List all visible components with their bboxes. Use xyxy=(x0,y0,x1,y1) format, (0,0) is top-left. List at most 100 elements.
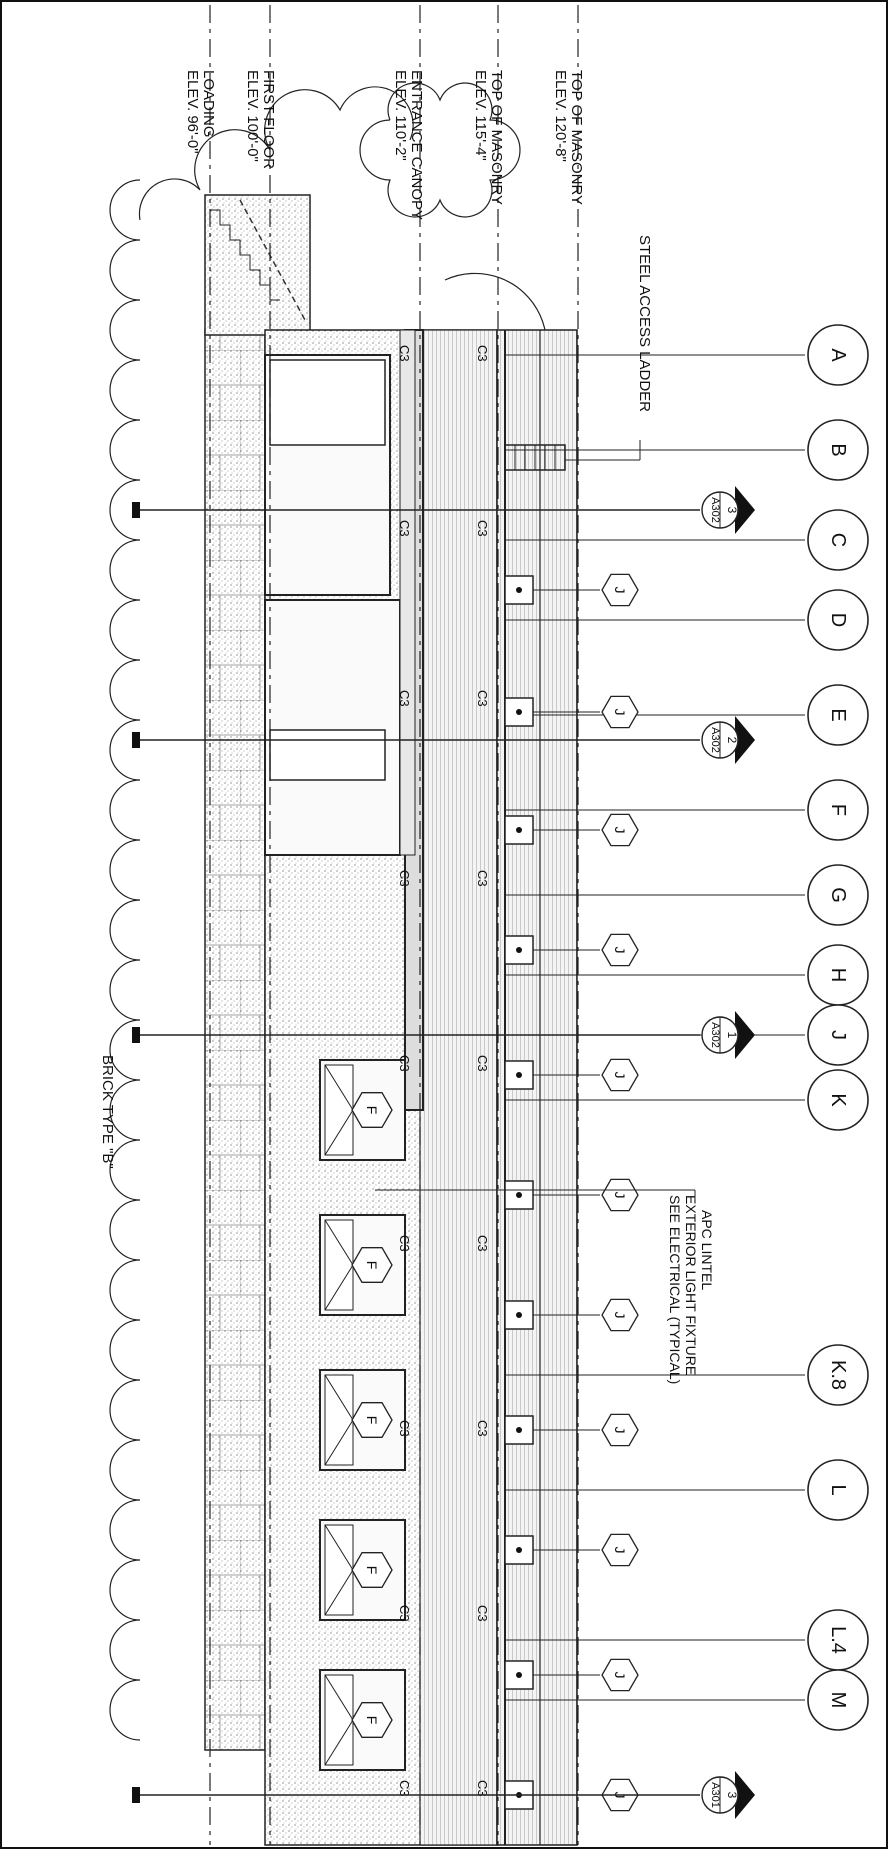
masonry-tag: C3 xyxy=(475,1780,490,1797)
light-tag-label: J xyxy=(612,827,628,834)
windows: F F F F F xyxy=(319,1059,406,1771)
light-fixture-note: EXTERIOR LIGHT FIXTURE xyxy=(683,1195,699,1375)
door-1 xyxy=(269,359,386,446)
brick-base-band xyxy=(204,329,266,1751)
apc-lintel-note: APC LINTEL xyxy=(699,1210,715,1290)
masonry-tag: C3 xyxy=(397,870,412,887)
gridline-bubble-C xyxy=(807,509,869,571)
masonry-tag: C3 xyxy=(475,1420,490,1437)
gridline-label-A: A xyxy=(827,348,849,362)
gridline-bubble-M xyxy=(807,1669,869,1731)
elev-value-loading: ELEV. 96'-0" xyxy=(184,70,201,154)
light-tag-label: J xyxy=(612,1427,628,1434)
cloud-left xyxy=(109,179,141,1741)
gridline-bubble-D xyxy=(807,589,869,651)
building-elevation xyxy=(204,194,578,1846)
see-electrical-note: SEE ELECTRICAL (TYPICAL) xyxy=(667,1195,683,1384)
elev-label-loading: LOADING xyxy=(200,70,217,138)
elev-value-top-masonry-lower: ELEV. 115'-4" xyxy=(472,70,489,161)
section-number: 1 xyxy=(725,1032,739,1039)
gridline-label-M: M xyxy=(827,1692,849,1709)
window-tag-hex xyxy=(351,1552,393,1588)
masonry-tag: C3 xyxy=(397,345,412,362)
elev-label-entrance-canopy: ENTRANCE CANOPY xyxy=(408,70,425,220)
window-tag-hex xyxy=(351,1247,393,1283)
masonry-tag: C3 xyxy=(475,345,490,362)
elev-label-top-masonry-upper: TOP OF MASONRY xyxy=(568,70,585,205)
gridline-label-L: L xyxy=(827,1484,849,1495)
gridline-bubble-B xyxy=(807,419,869,481)
loading-stair-block xyxy=(204,194,311,336)
gridline-bubble-G xyxy=(807,864,869,926)
light-tag-label: J xyxy=(612,1672,628,1679)
masonry-tag: C3 xyxy=(475,870,490,887)
storefront-opening-2 xyxy=(264,599,401,856)
light-fixture xyxy=(504,815,534,845)
window-tag-label: F xyxy=(364,1106,380,1115)
masonry-tag: C3 xyxy=(397,1235,412,1252)
gridline-label-J: J xyxy=(827,1030,849,1040)
section-sheet: A302 xyxy=(709,727,721,753)
upper-wall-band xyxy=(419,329,498,1846)
window-tag-hex xyxy=(351,1702,393,1738)
window-tag-label: F xyxy=(364,1566,380,1575)
light-tag-hex xyxy=(601,1298,639,1332)
gridline-label-L.4: L.4 xyxy=(827,1626,849,1654)
elevation-lines xyxy=(209,5,579,1845)
masonry-tag: C3 xyxy=(397,690,412,707)
door-2 xyxy=(269,729,386,781)
section-sheet: A302 xyxy=(709,497,721,523)
window-tag-label: F xyxy=(364,1261,380,1270)
masonry-tag: C3 xyxy=(397,1605,412,1622)
elev-value-entrance-canopy: ELEV. 110'-2" xyxy=(392,70,409,161)
section-arrow xyxy=(735,486,755,534)
section-number: 3 xyxy=(725,1792,739,1799)
elev-value-first-floor: ELEV. 100'-0" xyxy=(244,70,261,162)
gridline-bubble-K.8 xyxy=(807,1344,869,1406)
section-arrow xyxy=(735,1011,755,1059)
section-number: 2 xyxy=(725,737,739,744)
light-tag-hex xyxy=(601,1178,639,1212)
light-tag-label: J xyxy=(612,587,628,594)
window-tag-label: F xyxy=(364,1416,380,1425)
light-tag-label: J xyxy=(612,1547,628,1554)
gridline-label-H: H xyxy=(827,968,849,982)
gridline-label-K: K xyxy=(827,1093,849,1107)
gridline-bubble-J xyxy=(807,1004,869,1066)
canopy-column-1 xyxy=(399,329,416,856)
light-tag-hex xyxy=(601,1058,639,1092)
light-tag-hex xyxy=(601,933,639,967)
light-tag-hex xyxy=(601,573,639,607)
masonry-tag: C3 xyxy=(475,1605,490,1622)
section-sheet: A301 xyxy=(709,1782,721,1808)
section-arrow xyxy=(735,1771,755,1819)
gridline-label-G: G xyxy=(827,887,849,903)
light-tag-hex xyxy=(601,695,639,729)
masonry-tag: C3 xyxy=(475,520,490,537)
gridline-label-F: F xyxy=(827,804,849,816)
notes: STEEL ACCESS LADDER APC LINTEL EXTERIOR … xyxy=(99,235,715,1384)
light-tag-hex xyxy=(601,1658,639,1692)
masonry-tag: C3 xyxy=(475,690,490,707)
section-cut-end xyxy=(132,732,140,748)
masonry-tag: C3 xyxy=(397,1055,412,1072)
light-tag-hex xyxy=(601,1533,639,1567)
window-tag-hex xyxy=(351,1402,393,1438)
elev-value-top-masonry-upper: ELEV. 120'-8" xyxy=(552,70,569,162)
light-tag-label: J xyxy=(612,1072,628,1079)
section-cut-end xyxy=(132,1027,140,1043)
gridline-label-K.8: K.8 xyxy=(827,1360,849,1390)
section-cut-end xyxy=(132,1787,140,1803)
elev-label-top-masonry-lower: TOP OF MASONRY xyxy=(488,70,505,205)
light-tag-label: J xyxy=(612,1192,628,1199)
section-number: 3 xyxy=(725,507,739,514)
window-tag-label: F xyxy=(364,1716,380,1725)
section-sheet: A302 xyxy=(709,1022,721,1048)
cloud-canopy xyxy=(359,82,521,218)
section-arrow xyxy=(735,716,755,764)
